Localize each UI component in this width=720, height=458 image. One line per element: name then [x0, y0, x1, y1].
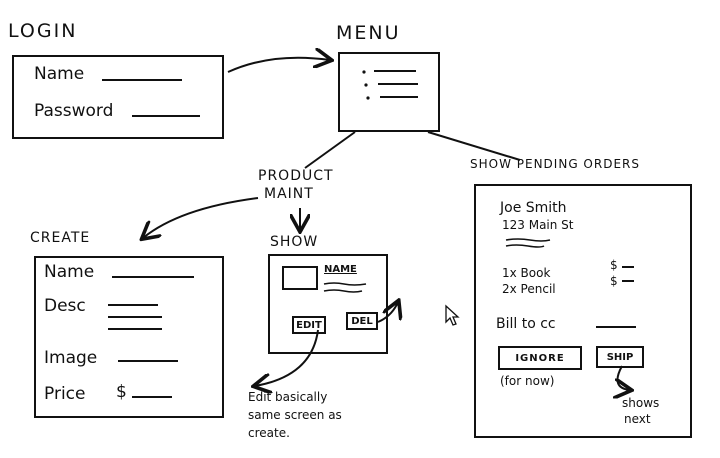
create-desc-field-line2 — [108, 316, 162, 318]
arrow-product-maint-to-create — [143, 197, 259, 238]
order-item-1-price-line — [622, 266, 634, 268]
arrow-del-pointer — [377, 302, 398, 323]
menu-screen — [338, 52, 440, 132]
order-item-2: 2x Pencil — [502, 282, 556, 296]
customer-name: Joe Smith — [500, 200, 567, 216]
product-image-placeholder — [282, 266, 318, 290]
bill-to-cc-label: Bill to cc — [496, 316, 556, 332]
create-desc-field[interactable] — [108, 304, 158, 306]
show-screen: NAME EDIT DEL — [268, 254, 388, 354]
login-title: LOGIN — [8, 20, 78, 42]
arrow-login-to-menu — [227, 58, 330, 73]
order-item-1-price: $ — [610, 258, 618, 272]
create-name-field[interactable] — [112, 276, 194, 278]
login-name-label: Name — [34, 64, 85, 84]
ignore-note: (for now) — [500, 374, 555, 388]
create-price-field[interactable] — [132, 396, 172, 398]
create-price-dollar: $ — [116, 382, 127, 402]
edit-note-line3: create. — [248, 426, 290, 440]
create-price-label: Price — [44, 384, 86, 404]
create-screen: Name Desc Image Price $ — [34, 256, 224, 418]
address-scribble — [505, 238, 551, 248]
show-del-button[interactable]: DEL — [346, 312, 378, 330]
bill-to-cc-field[interactable] — [596, 326, 636, 328]
order-item-2-price: $ — [610, 274, 618, 288]
create-desc-label: Desc — [44, 296, 86, 316]
login-password-label: Password — [34, 101, 114, 121]
show-pending-label: SHOW PENDING ORDERS — [470, 157, 640, 171]
login-screen: Name Password — [12, 55, 224, 139]
show-name-label: NAME — [324, 264, 357, 275]
show-description-scribble — [323, 282, 367, 293]
arrow-edit-to-note — [255, 329, 319, 386]
create-title: CREATE — [30, 230, 91, 246]
mouse-cursor-icon — [445, 304, 460, 326]
ignore-button[interactable]: IGNORE — [498, 346, 582, 370]
ship-note-line1: shows — [622, 396, 660, 410]
create-image-field[interactable] — [118, 360, 178, 362]
login-name-field[interactable] — [102, 79, 182, 81]
order-item-2-price-line — [622, 280, 634, 282]
line-menu-to-product-maint — [304, 131, 356, 169]
arrow-ship-to-note — [618, 365, 631, 390]
create-name-label: Name — [44, 262, 95, 282]
customer-address: 123 Main St — [502, 218, 574, 232]
menu-list-icon — [362, 70, 418, 100]
line-menu-to-pending — [427, 131, 521, 161]
order-item-1: 1x Book — [502, 266, 551, 280]
product-maint-label-line2: MAINT — [264, 186, 314, 202]
login-password-field[interactable] — [132, 115, 200, 117]
pending-orders-screen: Joe Smith 123 Main St 1x Book $ 2x Penci… — [474, 184, 692, 438]
menu-title: MENU — [336, 22, 401, 44]
ship-note-line2: next — [624, 412, 651, 426]
ship-button[interactable]: SHIP — [596, 346, 644, 368]
edit-note-line1: Edit basically — [248, 390, 328, 404]
create-image-label: Image — [44, 348, 98, 368]
product-maint-label-line1: PRODUCT — [258, 168, 334, 184]
show-title: SHOW — [270, 234, 319, 250]
create-desc-field-line3 — [108, 328, 162, 330]
edit-note-line2: same screen as — [248, 408, 342, 422]
show-edit-button[interactable]: EDIT — [292, 316, 326, 334]
